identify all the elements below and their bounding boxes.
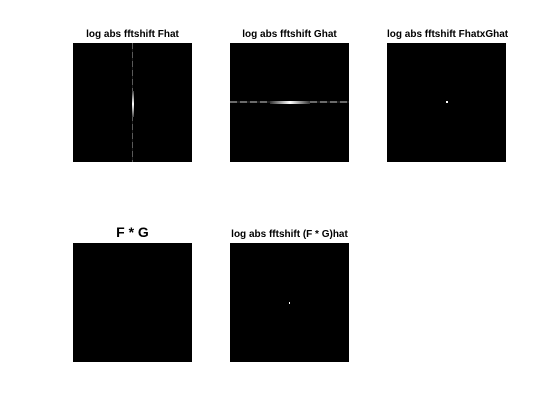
panel-title-fhatxghat: log abs fftshift FhatxGhat	[387, 29, 509, 40]
panel-fhat: log abs fftshift Fhat	[73, 29, 192, 162]
panel-ghat: log abs fftshift Ghat	[230, 29, 349, 162]
vertical-spectrum-peak	[131, 91, 134, 117]
image-fconvg	[73, 243, 192, 362]
center-dot	[289, 302, 290, 304]
horizontal-spectrum-peak	[270, 100, 310, 104]
image-ghat	[230, 43, 349, 162]
image-fconvghat	[230, 243, 349, 362]
panel-fconvg: F * G	[73, 224, 192, 362]
panel-title-fconvghat: log abs fftshift (F * G)hat	[231, 229, 348, 240]
panel-title-fconvg: F * G	[116, 224, 149, 240]
panel-fconvghat: log abs fftshift (F * G)hat	[230, 229, 349, 362]
center-dot	[446, 101, 448, 103]
panel-title-ghat: log abs fftshift Ghat	[242, 29, 337, 40]
image-fhatxghat	[387, 43, 506, 162]
panel-fhatxghat: log abs fftshift FhatxGhat	[387, 29, 508, 162]
image-fhat	[73, 43, 192, 162]
panel-title-fhat: log abs fftshift Fhat	[86, 29, 179, 40]
